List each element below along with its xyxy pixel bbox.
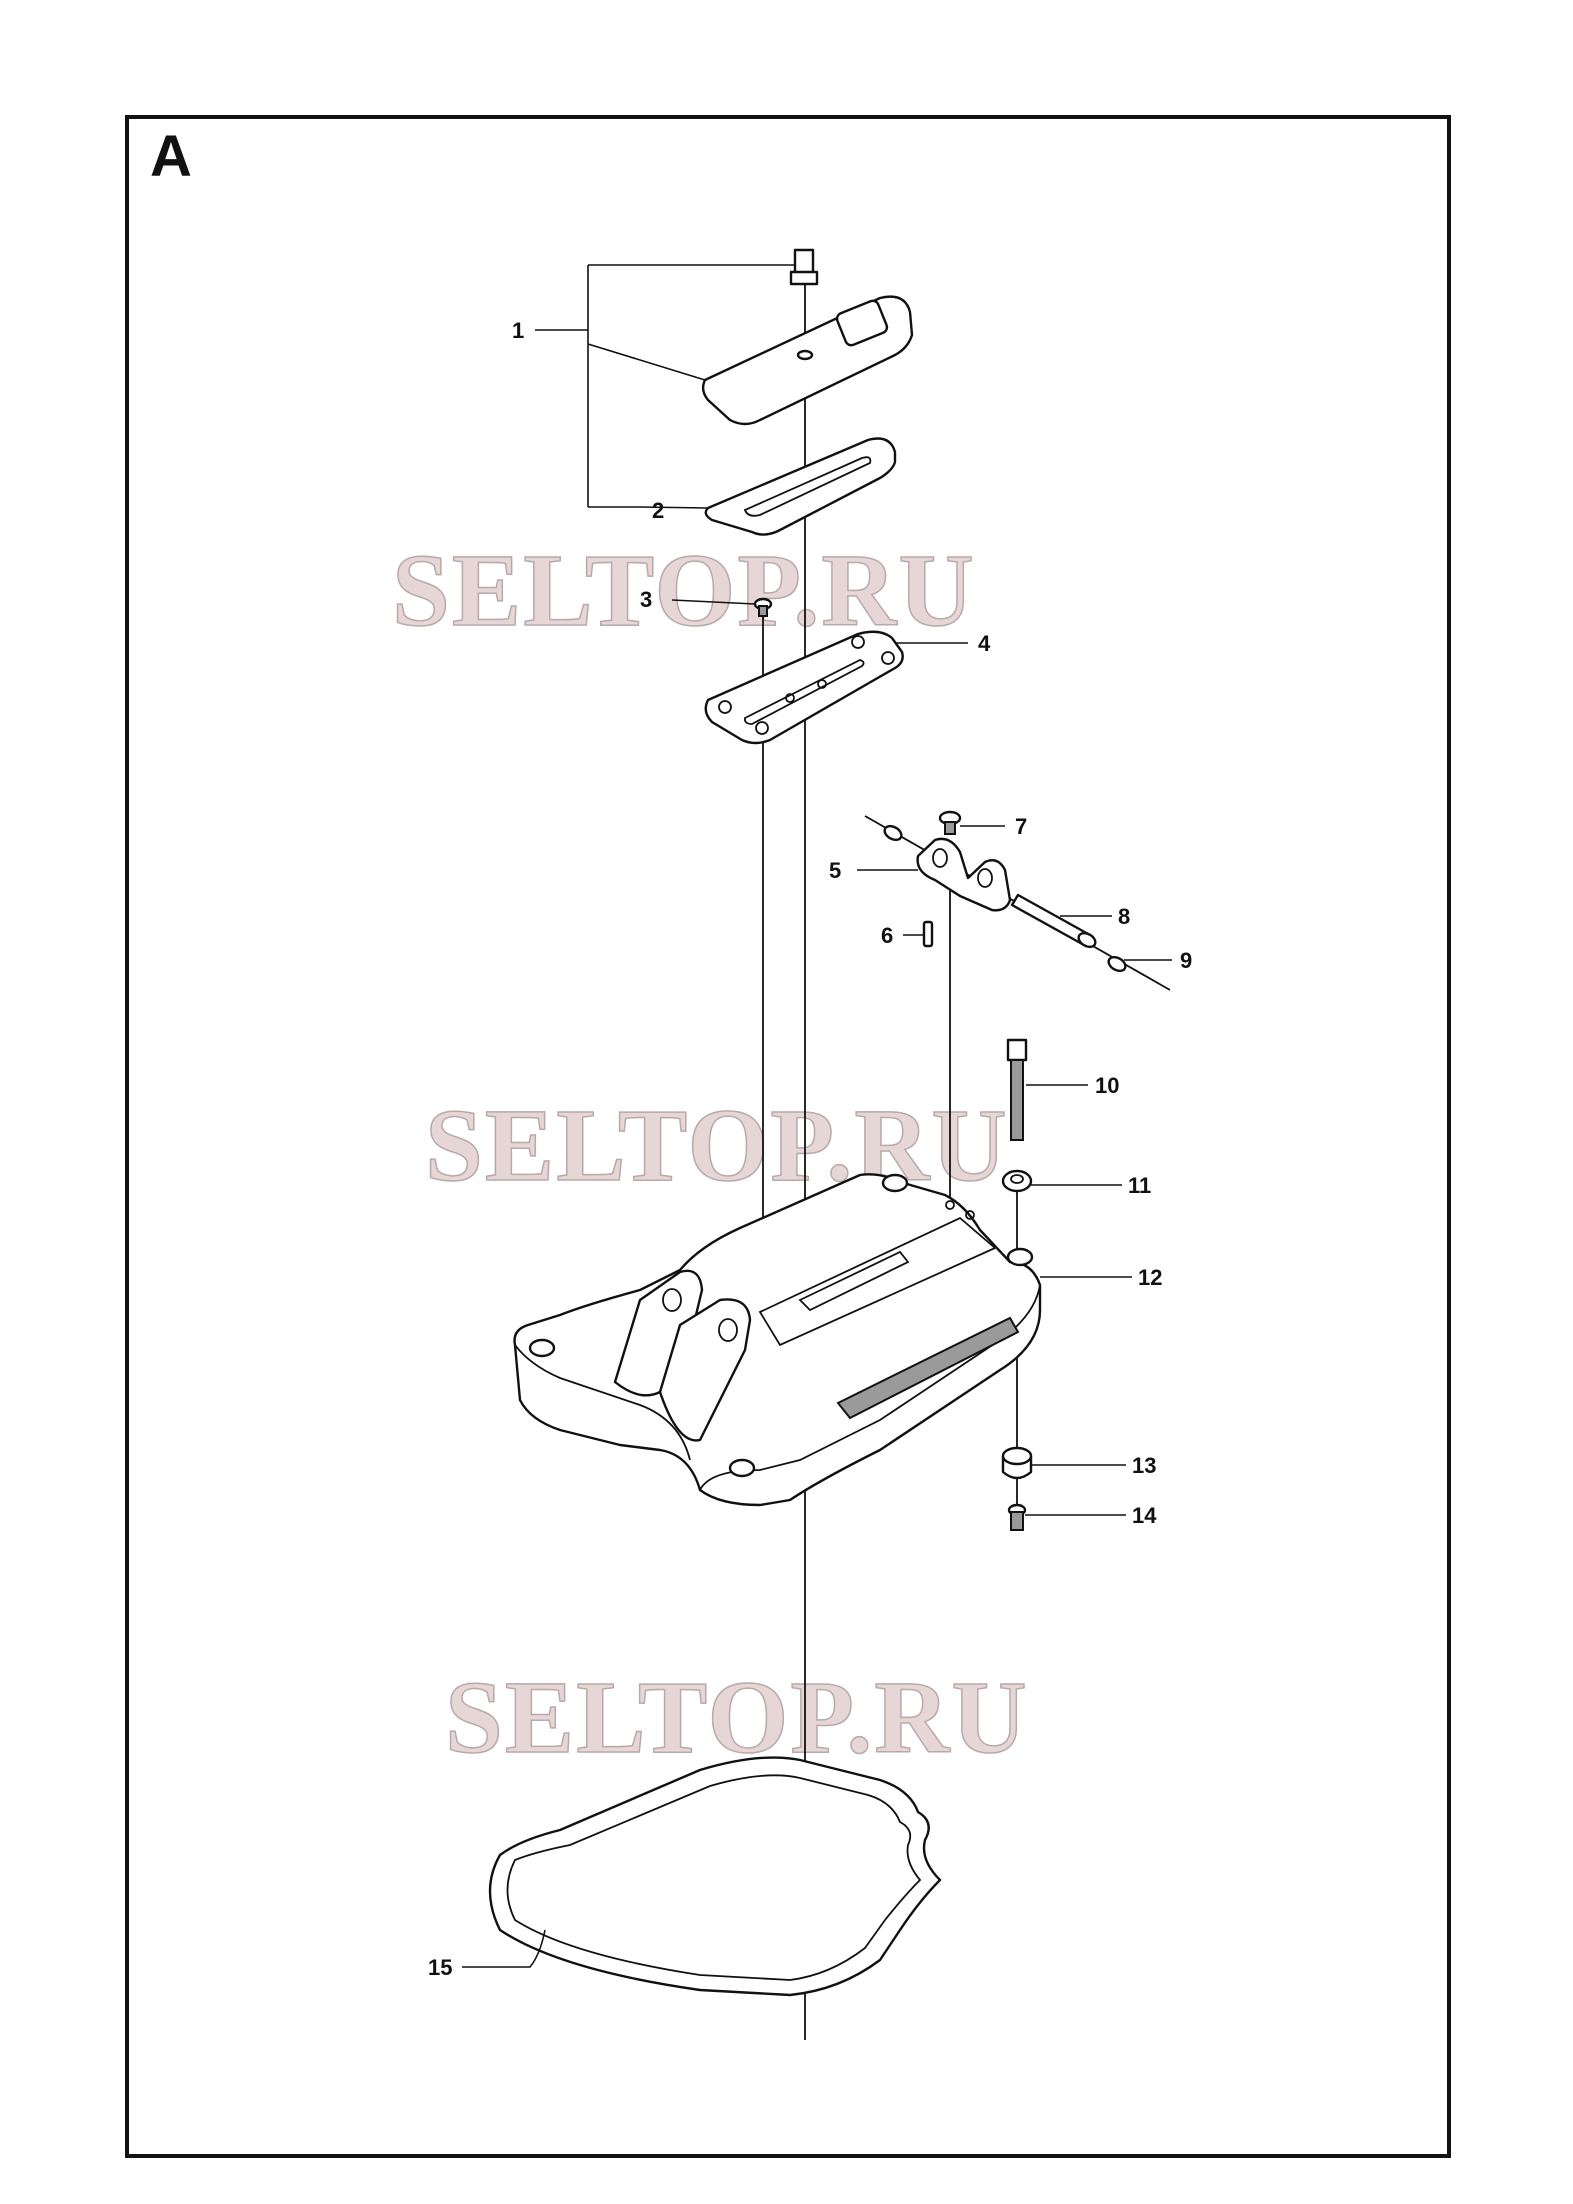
callout-15: 15 (428, 1955, 452, 1980)
plate-slot (743, 659, 865, 725)
part-13-spacer (1001, 1446, 1033, 1480)
part-4-plate (704, 630, 904, 745)
watermark-bottom: SELTOP.RU (445, 1660, 1029, 1775)
countersunk-screw-shank (944, 821, 956, 835)
grease-nipple-hex (789, 270, 819, 286)
base-screw-1 (528, 1338, 556, 1358)
callout-labels: 1 2 3 4 5 6 7 8 9 10 11 12 13 14 15 (428, 318, 1192, 1980)
brand-logo-emblem (835, 299, 889, 347)
lug-hole-1 (662, 1288, 682, 1312)
gasket (704, 437, 897, 536)
part-8-sleeve (1010, 893, 1097, 949)
section-letter: A (150, 124, 192, 189)
watermarks: SELTOP.RU SELTOP.RU SELTOP.RU (391, 532, 1029, 1776)
diagram-frame (125, 115, 1451, 2158)
leader-3 (671, 599, 756, 605)
callout-7: 7 (1015, 814, 1027, 839)
leader-lines (462, 264, 1172, 1968)
bolt-head (1006, 1038, 1028, 1062)
plate-hole-4 (881, 651, 895, 665)
seal-ring-inner (506, 1774, 922, 1981)
lug-hole-2 (718, 1318, 738, 1342)
callout-2: 2 (652, 498, 664, 523)
base-center-lug (658, 1298, 752, 1442)
bracket-hole-1 (932, 848, 948, 868)
part-14-screw (1007, 1503, 1027, 1531)
top-pad-hole (796, 349, 814, 361)
o-ring-right (1107, 955, 1127, 973)
spacer-top (1001, 1446, 1033, 1466)
top-pad-edge (707, 354, 896, 425)
callout-10: 10 (1095, 1073, 1119, 1098)
screw-14-shank (1010, 1511, 1024, 1531)
callout-12: 12 (1138, 1265, 1162, 1290)
plate-hole-3 (851, 635, 865, 649)
callout-14: 14 (1132, 1503, 1157, 1528)
base-front-edge (514, 1344, 691, 1461)
base-side-vent (836, 1316, 1020, 1420)
screw-shank (758, 605, 768, 617)
callout-13: 13 (1132, 1453, 1156, 1478)
plate-hole-1 (718, 700, 732, 714)
callout-5: 5 (829, 858, 841, 883)
callout-8: 8 (1118, 904, 1130, 929)
leader-15 (462, 1929, 546, 1968)
callout-4: 4 (978, 631, 991, 656)
gasket-slot (743, 456, 872, 517)
part-9-o-ring (883, 824, 1127, 973)
leader-1-2 (535, 264, 795, 509)
base-hole-2 (965, 1210, 975, 1220)
callout-3: 3 (640, 587, 652, 612)
watermark-middle: SELTOP.RU (425, 1088, 1009, 1203)
pin (922, 920, 934, 948)
nut (1001, 1169, 1033, 1193)
bolt-thread (1010, 1059, 1024, 1141)
o-ring-left (883, 824, 903, 842)
part-6-pin (922, 920, 934, 948)
plate-hole-6 (817, 679, 827, 689)
plate-hole-2 (755, 721, 769, 735)
base-screw-3 (1006, 1247, 1034, 1267)
callout-6: 6 (881, 923, 893, 948)
part-12-base-housing (513, 1173, 1042, 1507)
base-slot (798, 1250, 910, 1312)
part-5-bracket (916, 837, 1012, 912)
part-11-nut (1001, 1169, 1033, 1193)
part-7-screw (938, 810, 962, 835)
sleeve-end (1077, 931, 1097, 949)
nut-hole (1010, 1174, 1024, 1184)
plate-hole-5 (785, 693, 795, 703)
base-hole-1 (945, 1200, 955, 1210)
base-screw-4 (728, 1458, 756, 1478)
watermark-top: SELTOP.RU (392, 533, 976, 648)
base-lower-edge (699, 1284, 1041, 1491)
part-10-bolt (1006, 1038, 1028, 1141)
bracket (916, 837, 1012, 912)
base-top-channel (758, 1216, 997, 1347)
callout-1: 1 (512, 318, 524, 343)
seal-ring-outer (488, 1756, 942, 1997)
part-1-top-pad-assembly (701, 248, 914, 426)
part-15-seal (488, 1756, 942, 1997)
callout-9: 9 (1180, 948, 1192, 973)
part-2-gasket (704, 437, 897, 536)
base-screw-2 (881, 1173, 909, 1193)
bracket-hole-2 (977, 868, 993, 888)
callout-11: 11 (1128, 1173, 1151, 1198)
